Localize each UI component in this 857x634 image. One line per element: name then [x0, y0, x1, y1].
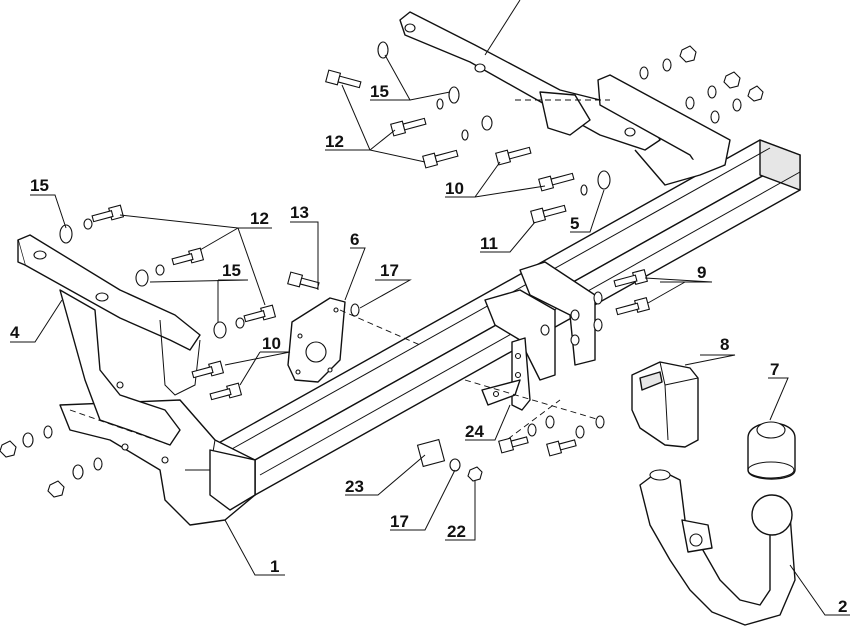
leader-lines — [10, 0, 850, 616]
callout-12-left: 12 — [250, 209, 269, 228]
callout-10-top: 10 — [445, 179, 464, 198]
callout-2: 2 — [838, 597, 847, 616]
electrical-socket-housing — [631, 361, 699, 448]
right-side-bracket — [399, 11, 731, 186]
tow-ball-neck — [639, 469, 796, 626]
callout-24: 24 — [465, 422, 484, 441]
callout-15-top: 15 — [370, 82, 389, 101]
bracket-part-24 — [481, 337, 531, 411]
beam-left-end-bracket — [59, 399, 256, 526]
upper-right-nuts — [639, 45, 764, 124]
center-mount-brackets — [484, 261, 596, 381]
callout-8: 8 — [720, 335, 729, 354]
ball-cover-cap — [747, 421, 796, 480]
left-side-bracket — [17, 234, 201, 446]
callout-11: 11 — [480, 234, 498, 253]
callout-10-left: 10 — [262, 334, 281, 353]
callout-23: 23 — [345, 477, 364, 496]
fasteners — [0, 41, 764, 498]
callout-4: 4 — [10, 323, 20, 342]
callout-5: 5 — [570, 214, 579, 233]
callout-7: 7 — [770, 360, 779, 379]
callout-labels: 1 2 4 5 6 7 8 9 10 10 11 12 12 13 15 15 … — [10, 82, 847, 616]
callout-17-lower: 17 — [390, 512, 409, 531]
callout-22: 22 — [447, 522, 466, 541]
callout-15-left: 15 — [30, 176, 49, 195]
callout-12-top: 12 — [325, 132, 344, 151]
socket-mounting-plate — [287, 297, 346, 383]
callout-15-mid: 15 — [222, 261, 241, 280]
callout-17-upper: 17 — [380, 261, 399, 280]
callout-1: 1 — [270, 557, 279, 576]
spring-washer-nut — [416, 438, 483, 482]
callout-6: 6 — [350, 230, 359, 249]
callout-13: 13 — [290, 203, 309, 222]
callout-9: 9 — [697, 263, 706, 282]
